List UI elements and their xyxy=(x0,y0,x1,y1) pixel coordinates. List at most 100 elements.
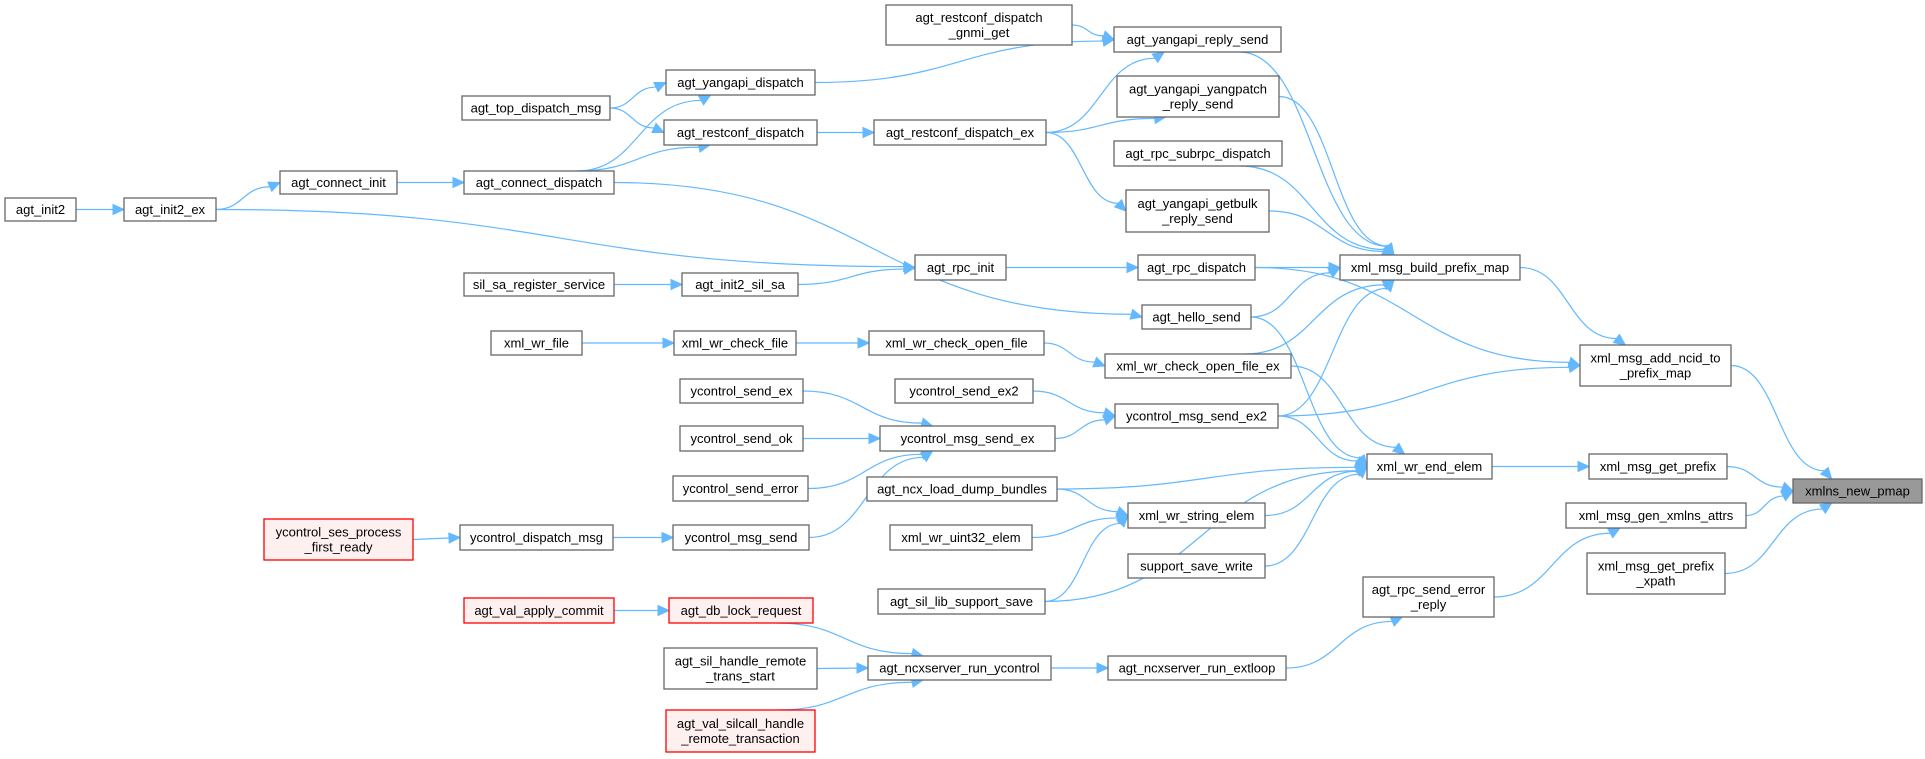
node-box[interactable] xyxy=(1127,553,1266,579)
node-box[interactable] xyxy=(1586,552,1726,595)
node-box[interactable] xyxy=(1116,75,1280,118)
node-xml-wr-check-open-file[interactable]: xml_wr_check_open_file xyxy=(868,330,1045,356)
node-box[interactable] xyxy=(1104,353,1292,379)
node-box[interactable] xyxy=(463,170,615,195)
node-agt-connect-dispatch[interactable]: agt_connect_dispatch xyxy=(463,170,615,195)
node-box[interactable] xyxy=(1339,254,1521,281)
node-box[interactable] xyxy=(461,95,611,121)
node-box[interactable] xyxy=(873,119,1047,146)
node-xml-wr-uint32-elem[interactable]: xml_wr_uint32_elem xyxy=(889,524,1033,551)
node-box[interactable] xyxy=(1125,189,1270,233)
node-agt-init2-sil-sa[interactable]: agt_init2_sil_sa xyxy=(681,272,799,297)
node-ycontrol-send-error[interactable]: ycontrol_send_error xyxy=(672,475,809,502)
node-agt-restconf-dispatch-ex[interactable]: agt_restconf_dispatch_ex xyxy=(873,119,1047,146)
node-box[interactable] xyxy=(665,709,816,753)
node-xml-msg-get-prefix[interactable]: xml_msg_get_prefix xyxy=(1588,453,1728,480)
node-box[interactable] xyxy=(463,597,615,624)
node-support-save-write[interactable]: support_save_write xyxy=(1127,553,1266,579)
node-box[interactable] xyxy=(279,170,398,195)
node-box[interactable] xyxy=(1588,453,1728,480)
node-agt-yangapi-yangpatch-reply-send[interactable]: agt_yangapi_yangpatch_reply_send xyxy=(1116,75,1280,118)
node-agt-restconf-dispatch[interactable]: agt_restconf_dispatch xyxy=(663,119,818,146)
node-xml-wr-string-elem[interactable]: xml_wr_string_elem xyxy=(1127,502,1266,529)
node-box[interactable] xyxy=(1366,453,1493,480)
node-box[interactable] xyxy=(879,425,1056,452)
node-agt-restconf-dispatch-gnmi-get[interactable]: agt_restconf_dispatch_gnmi_get xyxy=(885,4,1073,46)
node-box[interactable] xyxy=(490,330,583,356)
node-agt-db-lock-request[interactable]: agt_db_lock_request xyxy=(668,597,814,624)
node-box[interactable] xyxy=(668,597,814,624)
node-agt-yangapi-reply-send[interactable]: agt_yangapi_reply_send xyxy=(1113,26,1282,53)
node-box[interactable] xyxy=(914,254,1007,281)
node-box[interactable] xyxy=(673,330,797,356)
node-agt-rpc-dispatch[interactable]: agt_rpc_dispatch xyxy=(1137,254,1256,281)
node-ycontrol-ses-process-first-ready[interactable]: ycontrol_ses_process_first_ready xyxy=(263,518,414,561)
node-box[interactable] xyxy=(4,197,77,222)
node-agt-val-apply-commit[interactable]: agt_val_apply_commit xyxy=(463,597,615,624)
node-box[interactable] xyxy=(877,588,1046,615)
node-ycontrol-send-ok[interactable]: ycontrol_send_ok xyxy=(679,425,804,452)
node-ycontrol-msg-send-ex2[interactable]: ycontrol_msg_send_ex2 xyxy=(1114,403,1279,429)
node-box[interactable] xyxy=(663,119,818,146)
node-box[interactable] xyxy=(123,197,217,222)
node-box[interactable] xyxy=(1792,478,1923,504)
node-agt-rpc-send-error-reply[interactable]: agt_rpc_send_error_reply xyxy=(1362,576,1495,618)
node-ycontrol-send-ex[interactable]: ycontrol_send_ex xyxy=(679,378,804,404)
node-box[interactable] xyxy=(1114,403,1279,429)
node-xmlns-new-pmap[interactable]: xmlns_new_pmap xyxy=(1792,478,1923,504)
node-box[interactable] xyxy=(889,524,1033,551)
node-box[interactable] xyxy=(1127,502,1266,529)
node-box[interactable] xyxy=(665,69,816,96)
node-xml-msg-get-prefix-xpath[interactable]: xml_msg_get_prefix_xpath xyxy=(1586,552,1726,595)
node-box[interactable] xyxy=(463,272,615,297)
node-agt-ncx-load-dump-bundles[interactable]: agt_ncx_load_dump_bundles xyxy=(866,476,1058,502)
node-box[interactable] xyxy=(1137,254,1256,281)
node-box[interactable] xyxy=(1362,576,1495,618)
node-ycontrol-dispatch-msg[interactable]: ycontrol_dispatch_msg xyxy=(459,524,614,551)
node-box[interactable] xyxy=(663,647,818,690)
node-agt-init2[interactable]: agt_init2 xyxy=(4,197,77,222)
node-box[interactable] xyxy=(868,330,1045,356)
node-xml-wr-end-elem[interactable]: xml_wr_end_elem xyxy=(1366,453,1493,480)
node-box[interactable] xyxy=(885,4,1073,46)
node-agt-yangapi-getbulk-reply-send[interactable]: agt_yangapi_getbulk_reply_send xyxy=(1125,189,1270,233)
node-xml-msg-add-ncid-to-prefix-map[interactable]: xml_msg_add_ncid_to_prefix_map xyxy=(1579,344,1732,387)
node-agt-ncxserver-run-extloop[interactable]: agt_ncxserver_run_extloop xyxy=(1107,655,1287,681)
node-box[interactable] xyxy=(1141,304,1252,330)
node-agt-rpc-init[interactable]: agt_rpc_init xyxy=(914,254,1007,281)
node-box[interactable] xyxy=(679,378,804,404)
node-box[interactable] xyxy=(681,272,799,297)
node-xml-msg-build-prefix-map[interactable]: xml_msg_build_prefix_map xyxy=(1339,254,1521,281)
node-box[interactable] xyxy=(866,476,1058,502)
node-box[interactable] xyxy=(1579,344,1732,387)
node-agt-init2-ex[interactable]: agt_init2_ex xyxy=(123,197,217,222)
node-ycontrol-msg-send-ex[interactable]: ycontrol_msg_send_ex xyxy=(879,425,1056,452)
node-agt-rpc-subrpc-dispatch[interactable]: agt_rpc_subrpc_dispatch xyxy=(1113,140,1283,167)
node-agt-yangapi-dispatch[interactable]: agt_yangapi_dispatch xyxy=(665,69,816,96)
node-box[interactable] xyxy=(672,475,809,502)
node-sil-sa-register-service[interactable]: sil_sa_register_service xyxy=(463,272,615,297)
node-agt-ncxserver-run-ycontrol[interactable]: agt_ncxserver_run_ycontrol xyxy=(867,655,1052,681)
node-agt-val-silcall-handle-remote-transaction[interactable]: agt_val_silcall_handle_remote_transactio… xyxy=(665,709,816,753)
node-agt-sil-lib-support-save[interactable]: agt_sil_lib_support_save xyxy=(877,588,1046,615)
node-xml-msg-gen-xmlns-attrs[interactable]: xml_msg_gen_xmlns_attrs xyxy=(1565,502,1747,529)
node-agt-hello-send[interactable]: agt_hello_send xyxy=(1141,304,1252,330)
node-agt-sil-handle-remote-trans-start[interactable]: agt_sil_handle_remote_trans_start xyxy=(663,647,818,690)
node-agt-top-dispatch-msg[interactable]: agt_top_dispatch_msg xyxy=(461,95,611,121)
node-ycontrol-send-ex2[interactable]: ycontrol_send_ex2 xyxy=(894,378,1034,404)
node-box[interactable] xyxy=(672,524,810,551)
node-ycontrol-msg-send[interactable]: ycontrol_msg_send xyxy=(672,524,810,551)
node-box[interactable] xyxy=(1565,502,1747,529)
node-agt-connect-init[interactable]: agt_connect_init xyxy=(279,170,398,195)
node-box[interactable] xyxy=(1113,140,1283,167)
node-xml-wr-check-file[interactable]: xml_wr_check_file xyxy=(673,330,797,356)
node-box[interactable] xyxy=(459,524,614,551)
node-xml-wr-check-open-file-ex[interactable]: xml_wr_check_open_file_ex xyxy=(1104,353,1292,379)
node-box[interactable] xyxy=(263,518,414,561)
node-box[interactable] xyxy=(1113,26,1282,53)
node-xml-wr-file[interactable]: xml_wr_file xyxy=(490,330,583,356)
node-box[interactable] xyxy=(867,655,1052,681)
node-box[interactable] xyxy=(1107,655,1287,681)
node-box[interactable] xyxy=(679,425,804,452)
node-box[interactable] xyxy=(894,378,1034,404)
